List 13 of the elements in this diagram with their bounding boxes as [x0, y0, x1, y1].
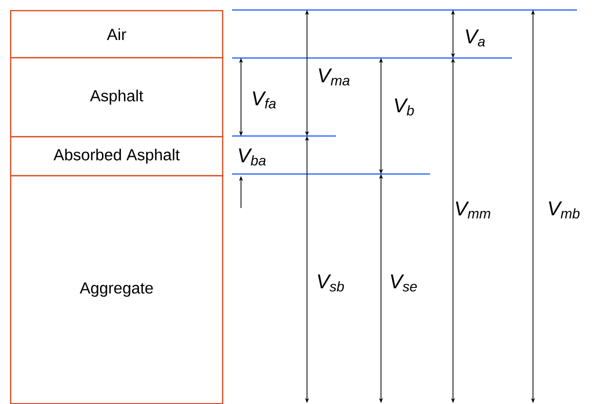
volume-label: V$_{sb}$ [318, 274, 344, 292]
volume-label: V$_{ba}$ [238, 148, 266, 166]
volume-label: V$_{se}$ [390, 274, 417, 292]
volume-label: V$_{ma}$ [318, 68, 350, 86]
volume-label: V$_{b}$ [394, 98, 414, 116]
layer-box: Air [10, 10, 224, 58]
volume-label: V$_{mb}$ [548, 202, 580, 218]
volume-label: V$_{fa}$ [252, 92, 276, 108]
layer-box: Asphalt [10, 57, 224, 138]
layer-box: Aggregate [10, 175, 224, 404]
volume-label: V$_{a}$ [466, 30, 485, 46]
layer-box: Absorbed Asphalt [10, 136, 224, 176]
volume-label: V$_{mm}$ [456, 202, 490, 218]
